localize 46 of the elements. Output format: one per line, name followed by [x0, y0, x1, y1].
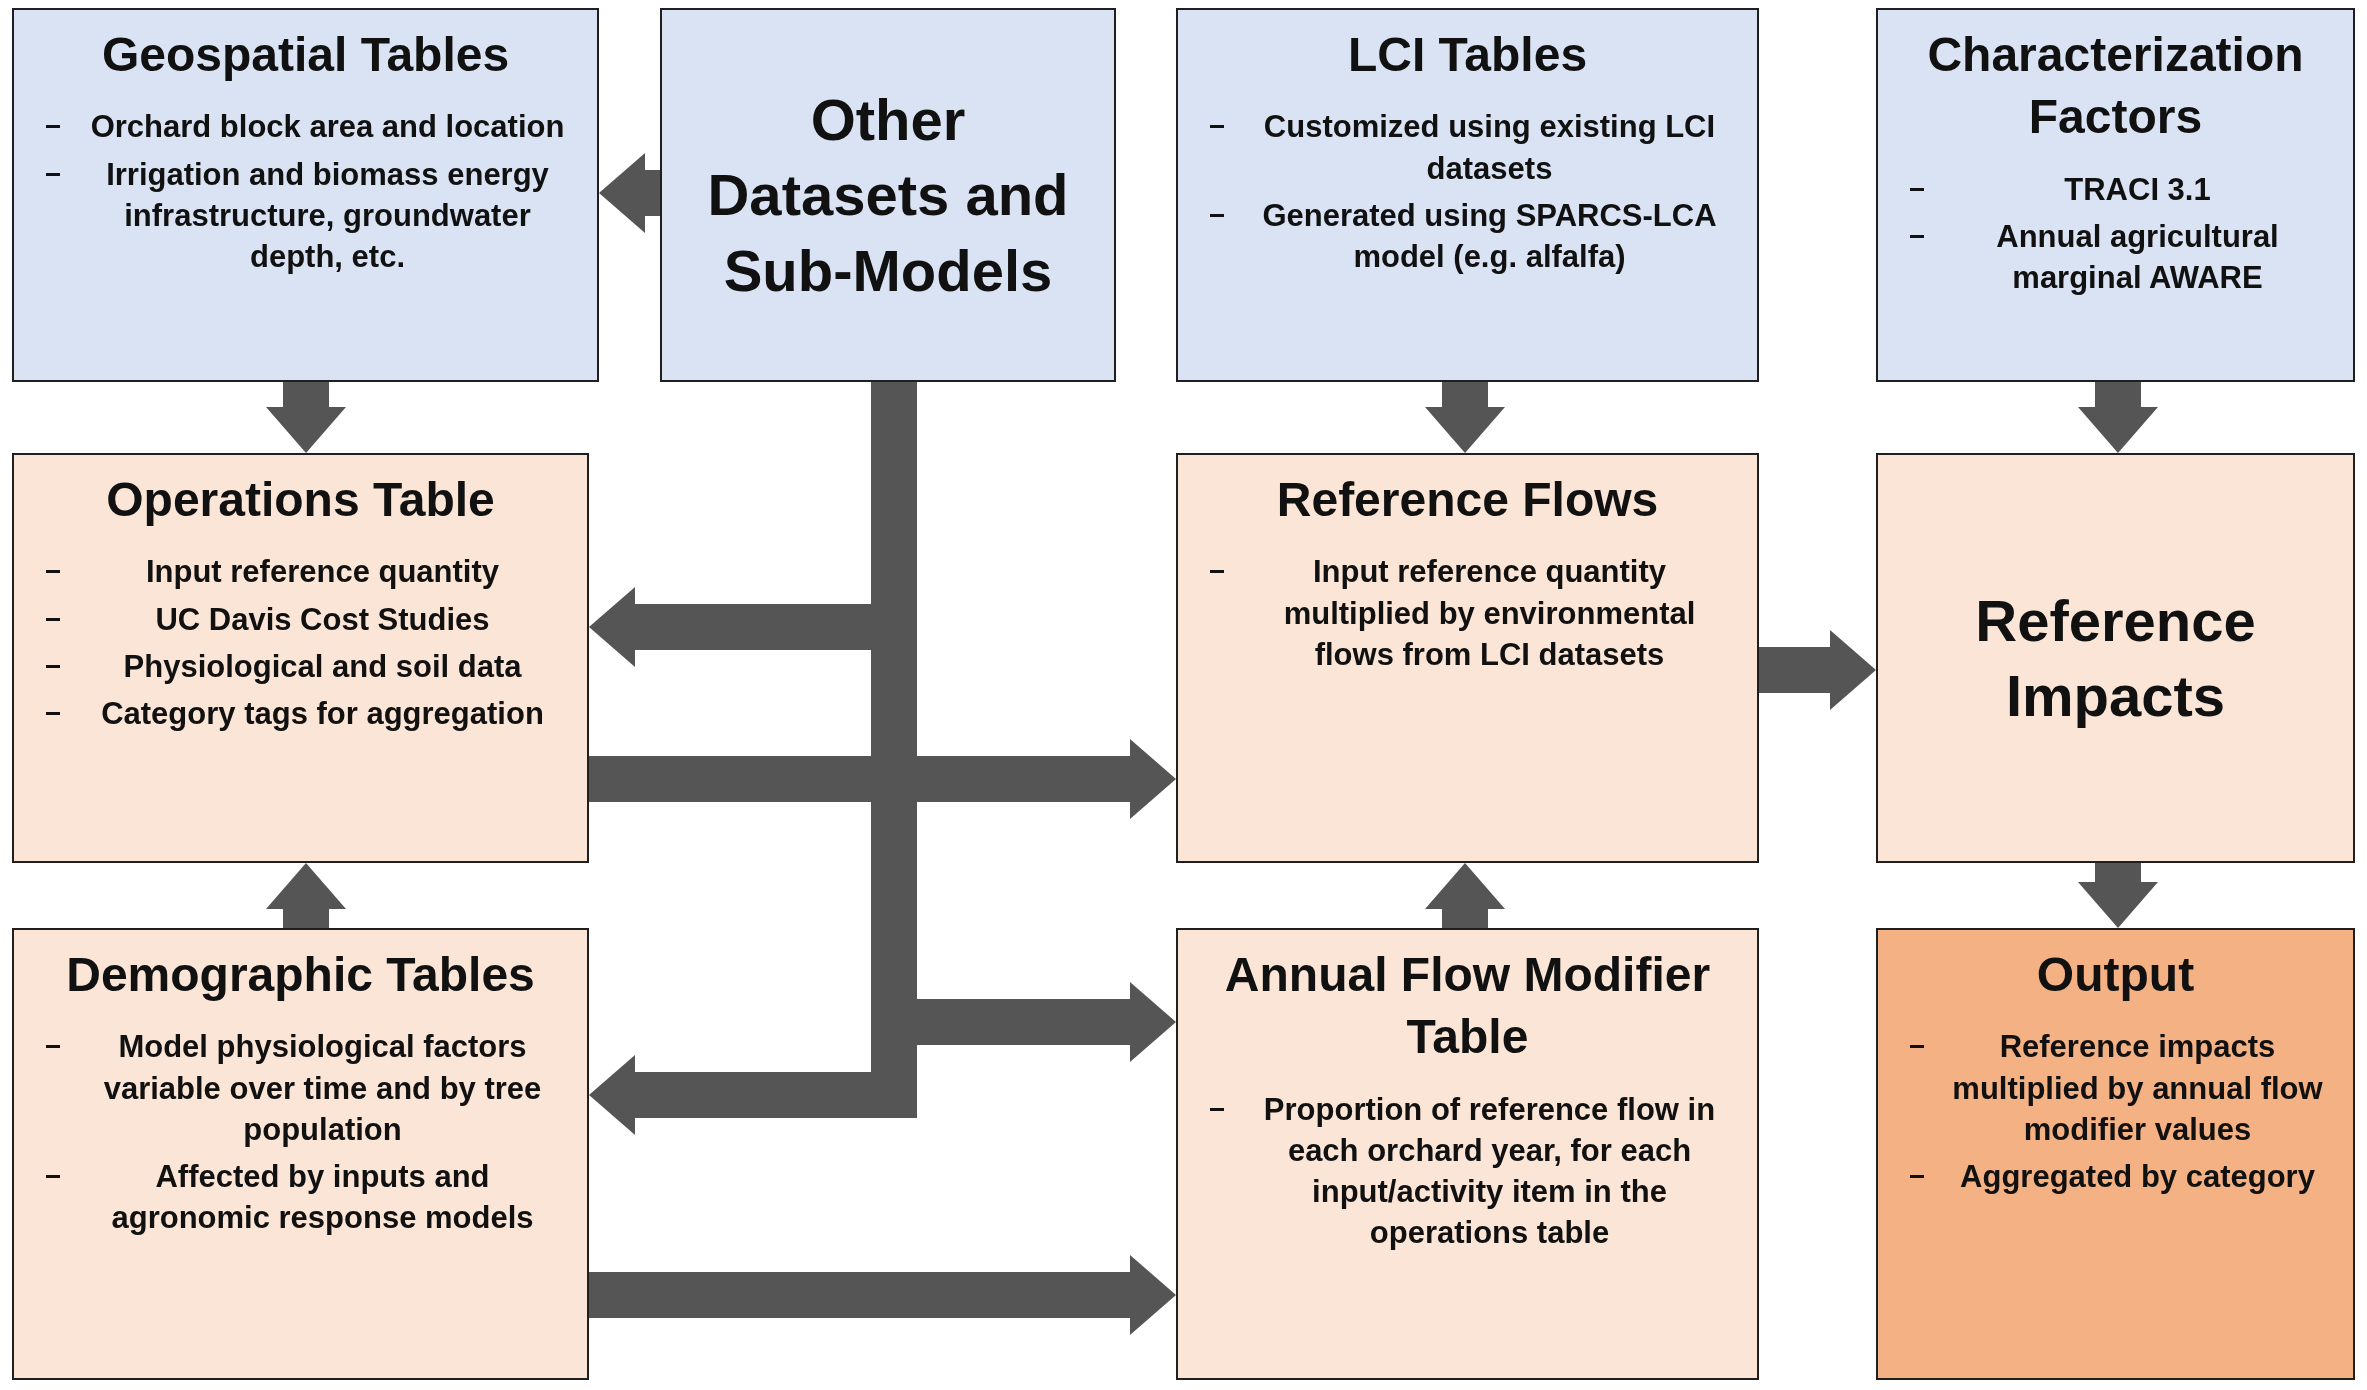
table-box — [1176, 928, 1759, 1380]
box-title: Geospatial Tables — [101, 27, 510, 83]
box-title: Reference Impacts — [1974, 586, 2257, 730]
bullet-text: Input reference quantity — [144, 553, 501, 592]
box-title: Annual Flow Modifier Table — [1223, 947, 1712, 1066]
box-title: Operations Table — [106, 472, 495, 528]
block-arrow — [1425, 863, 1505, 928]
bullet-text: Affected by inputs and agronomic response models — [110, 1158, 535, 1238]
bullet-text: Input reference quantity multiplied by environmental flows from LCI datasets — [1282, 553, 1697, 674]
dataset-box — [660, 8, 1116, 382]
bullet-text: Orchard block area and location — [89, 108, 566, 147]
block-arrow — [589, 1255, 1176, 1335]
box-title: Demographic Tables — [66, 947, 535, 1003]
box-title: Reference Flows — [1276, 472, 1659, 528]
block-arrow — [266, 863, 346, 928]
bullet-text: Customized using existing LCI datasets — [1262, 108, 1717, 188]
table-box — [1876, 928, 2355, 1380]
box-title: Characterization Factors — [1926, 27, 2305, 146]
block-arrow — [1425, 382, 1505, 453]
table-box — [12, 928, 589, 1380]
box-title: Output — [2036, 947, 2195, 1003]
block-arrow — [1759, 630, 1876, 710]
box-title: LCI Tables — [1347, 27, 1588, 83]
block-arrow — [589, 739, 1176, 819]
bullet-text: Generated using SPARCS-LCA model (e.g. alfalfa) — [1261, 196, 1718, 277]
table-box — [12, 453, 589, 863]
bullet-text: Proportion of reference flow in each orchard year, for each input/activity item in the operations table — [1262, 1090, 1717, 1253]
dataset-box — [1876, 453, 2355, 863]
bullet-text: Category tags for aggregation — [100, 695, 545, 734]
table-box — [1876, 8, 2355, 382]
bullet-text: Irrigation and biomass energy infrastructure, groundwater depth, etc. — [105, 155, 550, 277]
bullet-text: Reference impacts multiplied by annual flow modifier values — [1951, 1028, 2324, 1149]
bullet-text: Physiological and soil data — [122, 647, 523, 686]
block-arrow — [2078, 382, 2158, 453]
table-box — [12, 8, 599, 382]
bullet-text: UC Davis Cost Studies — [154, 600, 491, 639]
block-arrow — [266, 382, 346, 453]
bullet-text: TRACI 3.1 — [2063, 170, 2212, 209]
bullet-text: Aggregated by category — [1959, 1158, 2316, 1197]
bullet-text: Model physiological factors variable over time and by tree population — [102, 1028, 543, 1149]
table-box — [1176, 8, 1759, 382]
bullet-text: Annual agricultural marginal AWARE — [1995, 218, 2280, 298]
table-box — [1176, 453, 1759, 863]
box-title: Other Datasets and Sub-Models — [706, 85, 1070, 305]
block-arrow — [2078, 863, 2158, 928]
block-arrow — [599, 153, 660, 233]
